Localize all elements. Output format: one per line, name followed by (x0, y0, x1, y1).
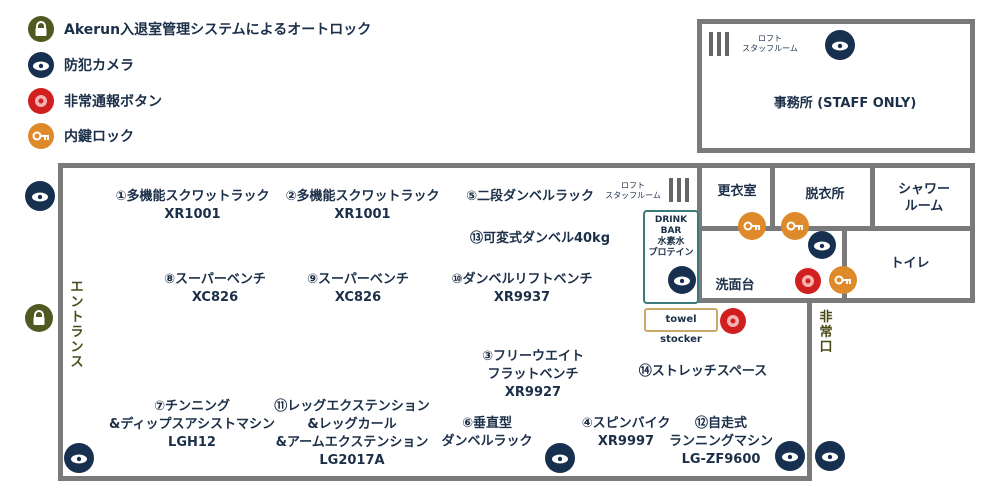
alarm-button-icon (720, 308, 746, 334)
wall (697, 19, 702, 153)
alarm-button-icon (28, 88, 54, 114)
wall (697, 226, 975, 231)
emergency-exit-label: 非常口 (819, 310, 833, 355)
changing-room-label: 更衣室 (717, 184, 757, 199)
loft-staff-room-label: ロフト スタッフルーム (742, 34, 798, 53)
camera-icon (668, 266, 696, 294)
key-icon (28, 123, 54, 149)
equipment-5-label: ⑤二段ダンベルラック (465, 189, 594, 204)
shower-room-label: シャワー ルーム (897, 182, 950, 214)
lock-icon (28, 16, 54, 42)
legend-item-autolock: Akerun入退室管理システムによるオートロック (28, 14, 371, 44)
towel-stocker: towel stocker (644, 308, 718, 345)
camera-icon (775, 441, 805, 471)
wall (58, 476, 812, 481)
wall (807, 300, 812, 481)
wall (697, 163, 702, 303)
key-icon (738, 212, 766, 240)
legend-label: 非常通報ボタン (64, 94, 162, 110)
stairs-icon (669, 178, 689, 202)
wall (58, 163, 63, 481)
legend-label: 防犯カメラ (64, 58, 134, 74)
key-icon (781, 212, 809, 240)
camera-icon (815, 441, 845, 471)
wall (970, 163, 975, 303)
key-icon (829, 266, 857, 294)
camera-icon (545, 443, 575, 473)
wall (842, 226, 847, 303)
loft-staff-room-label: ロフト スタッフルーム (605, 181, 661, 200)
legend-item-alarm: 非常通報ボタン (28, 86, 162, 116)
legend-label: 内鍵ロック (64, 129, 134, 145)
wall (697, 148, 975, 153)
camera-icon (825, 30, 855, 60)
camera-icon (64, 443, 94, 473)
washbasin-label: 洗面台 (715, 278, 755, 293)
alarm-button-icon (795, 268, 821, 294)
equipment-6-label: ⑥垂直型ダンベルラック (441, 416, 533, 449)
toilet-label: トイレ (890, 256, 930, 271)
equipment-13-label: ⑬可変式ダンベル40kg (469, 231, 611, 246)
legend-item-camera: 防犯カメラ (28, 50, 134, 80)
wall (770, 163, 775, 231)
stairs-icon (709, 32, 729, 56)
office-label: 事務所 (STAFF ONLY) (773, 96, 917, 111)
wall (870, 163, 875, 231)
wall (970, 19, 975, 153)
legend-item-key: 内鍵ロック (28, 121, 134, 151)
wall (697, 298, 975, 303)
legend-label: Akerun入退室管理システムによるオートロック (64, 22, 372, 38)
wall (58, 163, 975, 168)
dressing-room-label: 脱衣所 (805, 187, 845, 202)
camera-icon (28, 52, 54, 78)
wall (697, 19, 975, 24)
camera-icon (808, 231, 836, 259)
camera-icon (25, 181, 55, 211)
equipment-14-label: ⑭ストレッチスペース (638, 364, 768, 379)
entrance-label: エントランス (70, 280, 84, 370)
lock-icon (25, 304, 53, 332)
